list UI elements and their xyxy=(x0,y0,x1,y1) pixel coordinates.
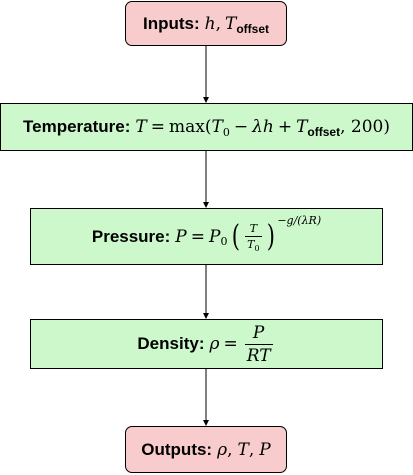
outputs-T: T xyxy=(237,439,249,460)
pressure-eq: = xyxy=(190,226,205,247)
inputs-label: Inputs: xyxy=(142,13,200,33)
density-label: Density: xyxy=(137,334,205,353)
outputs-sep-1: , xyxy=(227,439,233,460)
density-den: RT xyxy=(246,345,271,366)
pressure-lparen: ( xyxy=(232,218,241,254)
pressure-ratio-den: T xyxy=(247,238,255,251)
pressure-label: Pressure: xyxy=(91,226,171,246)
pressure-P0: P xyxy=(209,226,221,247)
outputs-rho: ρ xyxy=(217,439,228,460)
temperature-max: max( xyxy=(169,117,212,137)
outputs-label: Outputs: xyxy=(141,439,213,459)
density-eq: = xyxy=(223,334,238,354)
temperature-T0-sub: 0 xyxy=(222,125,230,139)
density-node: Density: ρ = P RT xyxy=(30,319,383,369)
pressure-ratio: T T0 xyxy=(245,222,262,253)
density-num: P xyxy=(252,322,265,343)
pressure-P0-sub: 0 xyxy=(220,235,228,248)
temperature-lambda-h: λh xyxy=(252,117,274,137)
pressure-ratio-num: T xyxy=(249,222,258,235)
inputs-offset-sub: offset xyxy=(236,21,270,36)
pressure-rparen: ) xyxy=(266,218,275,254)
density-fraction: P RT xyxy=(244,322,273,366)
inputs-comma: , xyxy=(215,13,221,34)
temperature-offset-sub: offset xyxy=(307,125,341,139)
pressure-P: P xyxy=(175,226,187,247)
outputs-sep-2: , xyxy=(248,439,255,460)
density-formula: ρ = P RT xyxy=(209,323,275,366)
temperature-tail: , 200) xyxy=(340,117,390,137)
temperature-label: Temperature: xyxy=(23,117,131,136)
temperature-T-offset: T xyxy=(296,117,308,137)
outputs-P: P xyxy=(259,439,271,460)
temperature-eq: = xyxy=(150,117,165,137)
inputs-h: h xyxy=(204,13,216,34)
temperature-plus: + xyxy=(277,117,293,137)
temperature-T: T xyxy=(135,117,147,137)
pressure-ratio-den-sub: 0 xyxy=(254,244,260,253)
density-rho: ρ xyxy=(209,334,220,354)
inputs-T: T xyxy=(225,13,237,34)
outputs-node: Outputs: ρ,T,P xyxy=(125,426,287,473)
temperature-minus: − xyxy=(233,117,249,137)
outputs-formula: ρ,T,P xyxy=(217,440,271,460)
temperature-T0: T xyxy=(211,117,223,137)
pressure-exponent: −g/(λR) xyxy=(277,214,322,227)
